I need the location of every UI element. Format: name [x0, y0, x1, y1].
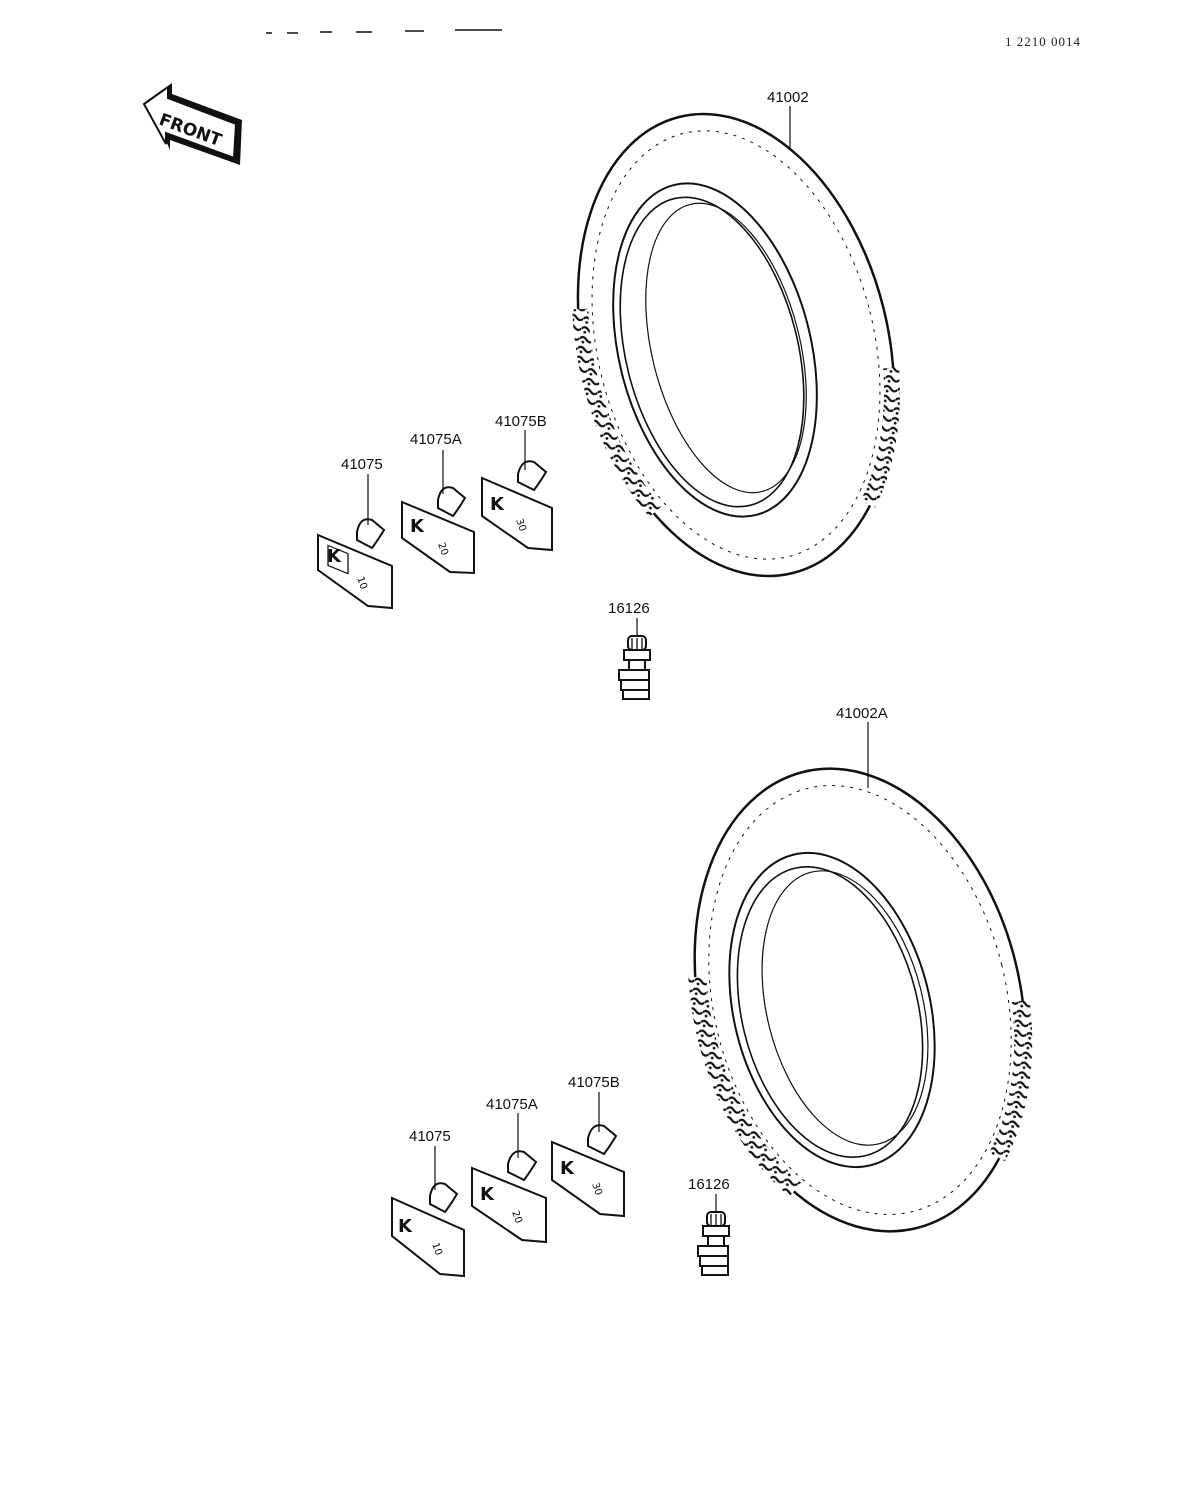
lower-weight-20: K 20 [471, 1150, 547, 1244]
lower-tire [687, 762, 1033, 1238]
label-upper-weight-10: 41075 [341, 456, 383, 473]
upper-weight-10: K 10 [317, 518, 393, 610]
weight-logo: K [398, 1216, 413, 1237]
label-lower-weight-30: 41075B [568, 1074, 620, 1091]
lower-weight-10: K 10 [391, 1182, 465, 1278]
weight-20-text: 20 [509, 1209, 524, 1225]
weight-30-text: 30 [513, 517, 528, 533]
weight-logo: K [490, 494, 505, 515]
weight-logo: K [327, 546, 342, 567]
upper-weight-30: K 30 [481, 460, 553, 552]
weight-logo: K [410, 516, 425, 537]
label-upper-valve: 16126 [608, 600, 650, 617]
weight-10-text: 10 [354, 575, 369, 591]
label-upper-weight-30: 41075B [495, 413, 547, 430]
label-lower-weight-10: 41075 [409, 1128, 451, 1145]
label-upper-weight-20: 41075A [410, 431, 462, 448]
weight-logo: K [560, 1158, 575, 1179]
weight-20-text: 20 [435, 541, 450, 557]
weight-30-text: 30 [589, 1181, 604, 1197]
weight-logo: K [480, 1184, 495, 1205]
front-arrow-icon: FRONT [142, 83, 242, 165]
upper-valve-icon [618, 635, 651, 700]
label-lower-valve: 16126 [688, 1176, 730, 1193]
upper-tire [572, 108, 900, 582]
upper-weight-20: K 20 [401, 486, 475, 575]
label-upper-tire: 41002 [767, 89, 809, 106]
header-marks [266, 29, 502, 34]
drawing-code: 1 2210 0014 [1005, 34, 1081, 49]
label-lower-tire: 41002A [836, 705, 888, 722]
lower-weight-30: K 30 [551, 1124, 625, 1218]
weight-10-text: 10 [429, 1241, 444, 1257]
label-lower-weight-20: 41075A [486, 1096, 538, 1113]
lower-valve-icon [697, 1211, 730, 1276]
